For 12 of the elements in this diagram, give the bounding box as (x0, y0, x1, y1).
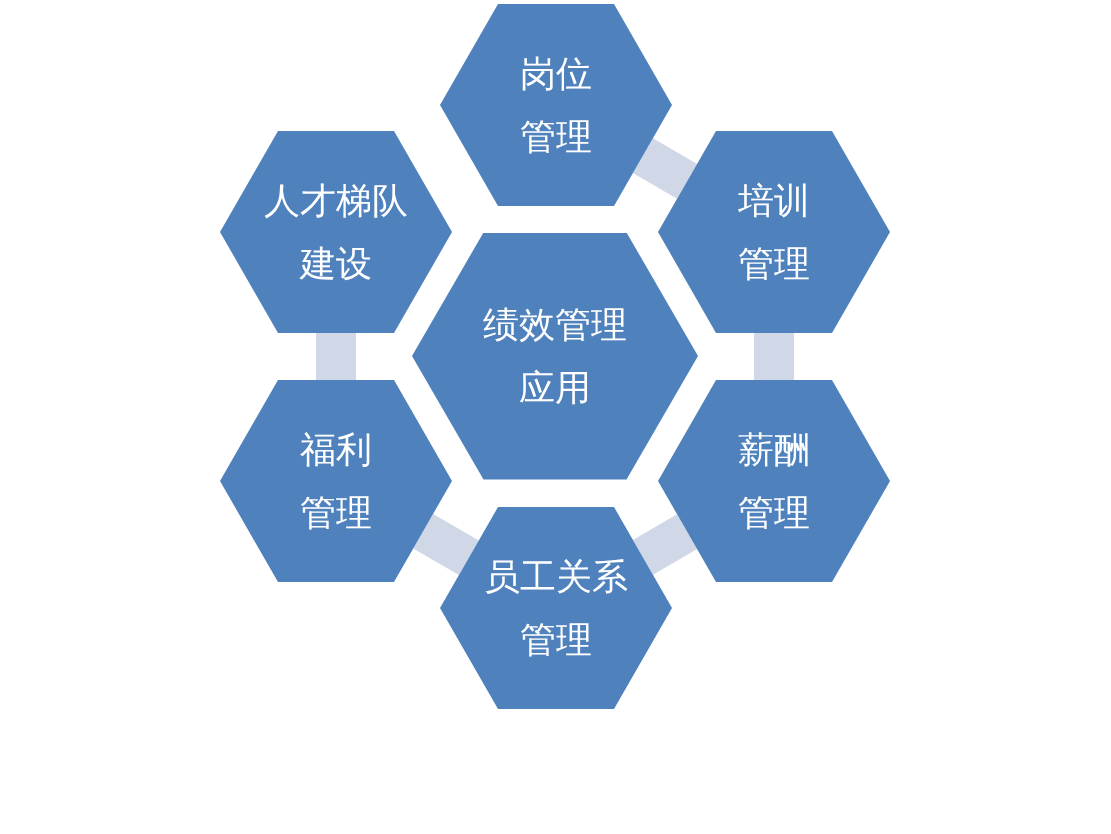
hexagon-label: 培训管理 (738, 179, 810, 286)
hexagon-label: 福利管理 (300, 428, 372, 535)
connector-band (632, 514, 698, 575)
connector-band (316, 333, 356, 380)
connector-band (413, 513, 479, 576)
connector-band (754, 333, 794, 380)
hexagon-label: 薪酬管理 (738, 428, 810, 535)
hexagon-label: 人才梯队建设 (264, 179, 408, 286)
hexagon-label: 员工关系管理 (484, 555, 628, 662)
hexagon-label: 岗位管理 (520, 52, 592, 159)
hexagon-label: 绩效管理应用 (483, 303, 627, 410)
connector-band (632, 138, 698, 199)
